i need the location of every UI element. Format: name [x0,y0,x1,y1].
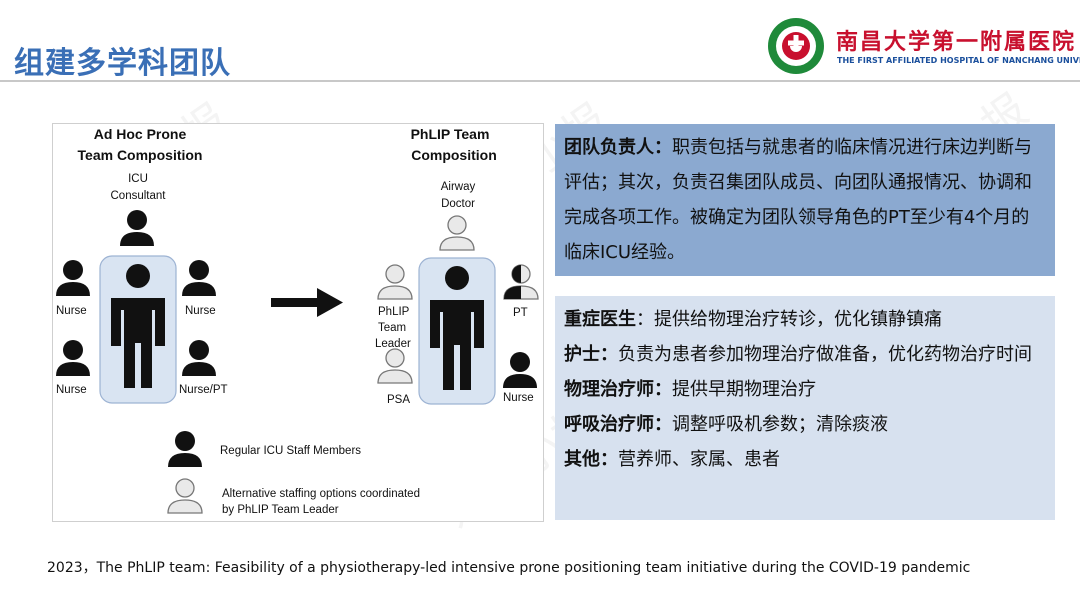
phlip-label-line1: PhLIP [378,306,410,318]
role-item: 物理治疗师：提供早期物理治疗 [564,372,1045,407]
legend-alternative-icon [167,478,203,514]
team-leader-label: 团队负责人 [564,137,654,158]
left-heading-line2: Team Composition [78,147,203,163]
role-label: 呼吸治疗师 [564,414,654,435]
left-heading-line1: Ad Hoc Prone [94,126,187,142]
arrow-right-icon [271,288,343,317]
phlip-label-line3: Leader [375,338,411,350]
nurse-pt-icon [182,340,216,376]
icu-label-line2: Consultant [111,190,167,202]
psa-icon [377,348,413,384]
role-item: 其他：营养师、家属、患者 [564,442,1045,477]
role-label: 物理治疗师 [564,379,654,400]
role-label: 其他 [564,449,600,470]
nurse-icon-tl [56,260,90,296]
team-leader-paragraph: 团队负责人：职责包括与就患者的临床情况进行床边判断与评估；其次，负责召集团队成员… [564,130,1045,270]
team-leader-box: 团队负责人：职责包括与就患者的临床情况进行床边判断与评估；其次，负责召集团队成员… [555,124,1055,276]
role-colon: ： [654,414,672,435]
role-colon: ： [600,344,618,365]
nurse-label-tr: Nurse [185,305,216,317]
pt-half-icon [503,264,539,300]
role-colon: ： [636,309,654,330]
airway-label-line1: Airway [441,181,476,193]
citation: 2023，The PhLIP team: Feasibility of a ph… [47,560,971,576]
role-text: 提供早期物理治疗 [672,379,816,400]
team-leader-colon: ： [654,137,672,158]
nurse-label-bl: Nurse [56,384,87,396]
nurse-icon-tr [182,260,216,296]
icu-label-line1: ICU [128,173,148,185]
hospital-emblem-icon [768,18,824,74]
phlip-label-line2: Team [378,322,406,334]
title-divider [0,80,1080,82]
role-colon: ： [654,379,672,400]
right-heading-line1: PhLIP Team [411,126,490,142]
nurse-icon-right [503,352,537,388]
role-label: 重症医生 [564,309,636,330]
icu-consultant-icon [120,210,154,246]
role-text: 负责为患者参加物理治疗做准备，优化药物治疗时间 [618,344,1032,365]
hospital-logo: 南昌大学第一附属医院 THE FIRST AFFILIATED HOSPITAL… [764,16,1080,76]
nurse-pt-label: Nurse/PT [179,384,228,396]
right-heading-line2: Composition [411,147,497,163]
nurse-icon-bl [56,340,90,376]
legend-alternative-line1: Alternative staffing options coordinated [222,488,420,500]
nurse-label-right: Nurse [503,392,534,404]
role-item: 重症医生：提供给物理治疗转诊，优化镇静镇痛 [564,302,1045,337]
nurse-label-tl: Nurse [56,305,87,317]
role-item: 护士：负责为患者参加物理治疗做准备，优化药物治疗时间 [564,337,1045,372]
logo-name-cn: 南昌大学第一附属医院 [836,30,1077,55]
page-title: 组建多学科团队 [14,46,231,81]
logo-name-en: THE FIRST AFFILIATED HOSPITAL OF NANCHAN… [837,56,1080,65]
role-text: 提供给物理治疗转诊，优化镇静镇痛 [654,309,942,330]
role-label: 护士 [564,344,600,365]
pt-label: PT [513,307,528,319]
airway-doctor-icon [439,215,475,251]
legend-regular-label: Regular ICU Staff Members [220,445,361,457]
phlip-leader-icon [377,264,413,300]
airway-label-line2: Doctor [441,198,475,210]
role-text: 营养师、家属、患者 [618,449,780,470]
psa-label: PSA [387,394,410,406]
team-leader-text: 职责包括与就患者的临床情况进行床边判断与评估；其次，负责召集团队成员、向团队通报… [564,137,1032,263]
team-composition-diagram: Ad Hoc Prone Team Composition ICU Consul… [52,123,544,522]
legend-alternative-line2: by PhLIP Team Leader [222,504,339,516]
role-colon: ： [600,449,618,470]
legend-regular-icon [168,431,202,467]
team-roles-box: 重症医生：提供给物理治疗转诊，优化镇静镇痛 护士：负责为患者参加物理治疗做准备，… [555,296,1055,520]
role-text: 调整呼吸机参数；清除痰液 [672,414,888,435]
role-item: 呼吸治疗师：调整呼吸机参数；清除痰液 [564,407,1045,442]
